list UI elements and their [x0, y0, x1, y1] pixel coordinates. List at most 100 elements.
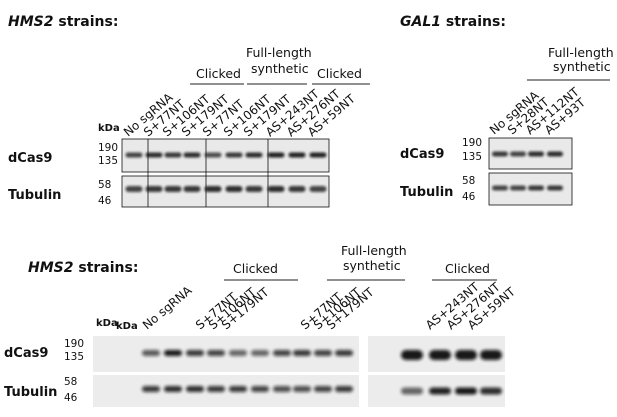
- blot-band: [547, 151, 563, 157]
- blot-bands: [492, 151, 563, 191]
- row-label-tubulin: Tubulin: [4, 385, 57, 400]
- blot-band: [142, 350, 160, 356]
- panel-title: GAL1 strains:: [400, 14, 506, 30]
- mw-marker-58: 58: [462, 175, 475, 187]
- mw-marker-190: 190: [462, 137, 482, 149]
- group-label-fulllength-line1: Full-length: [341, 243, 407, 258]
- title-rest: strains:: [441, 14, 506, 30]
- row-label-dcas9: dCas9: [8, 151, 52, 166]
- blot-band: [164, 152, 182, 158]
- blot-band: [267, 152, 285, 158]
- blot-band: [251, 350, 269, 356]
- group-label-clicked: Clicked: [196, 66, 241, 81]
- mw-marker-135: 135: [64, 351, 84, 363]
- title-gene: HMS2: [28, 260, 73, 276]
- blot-band: [480, 387, 502, 395]
- mw-marker-46: 46: [98, 195, 112, 207]
- blot-band: [492, 151, 508, 157]
- blot-band: [335, 386, 353, 392]
- group-label-fulllength-line2: synthetic: [343, 258, 401, 273]
- mw-marker-58: 58: [98, 179, 111, 191]
- blot-band: [429, 387, 451, 395]
- blot-band: [401, 350, 423, 360]
- mw-marker-135: 135: [462, 151, 482, 163]
- title-rest: strains:: [73, 260, 138, 276]
- kda-label: kDa: [96, 318, 118, 329]
- blot-band: [429, 350, 451, 360]
- blot-band: [510, 185, 526, 191]
- group-label-fulllength-line1: Full-length: [548, 45, 614, 60]
- blot-band: [455, 387, 477, 395]
- blot-band: [207, 350, 225, 356]
- kda-label: kDa: [98, 123, 120, 134]
- group-label-clicked: Clicked: [317, 66, 362, 81]
- title-gene: HMS2: [8, 14, 53, 30]
- panel-title: HMS2 strains:: [8, 14, 118, 30]
- lane-label: No sgRNA: [140, 283, 195, 332]
- row-label-tubulin: Tubulin: [8, 188, 61, 203]
- kda-label: kDa: [116, 321, 138, 332]
- blot-band: [455, 350, 477, 360]
- blot-band: [245, 152, 263, 158]
- group-label-fulllength-line2: synthetic: [553, 59, 611, 74]
- blot-band: [164, 186, 182, 192]
- group-label-fulllength-line1: Full-length: [246, 45, 312, 60]
- mw-marker-135: 135: [98, 155, 118, 167]
- blot-band: [125, 186, 143, 192]
- blot-band: [245, 186, 263, 192]
- blot-band: [309, 152, 327, 158]
- blot-bands: [125, 152, 327, 192]
- mw-marker-58: 58: [64, 376, 77, 388]
- blot-band: [183, 186, 201, 192]
- group-label-fulllength-line2: synthetic: [251, 61, 309, 76]
- blot-band: [528, 151, 544, 157]
- blot-band: [207, 386, 225, 392]
- mw-marker-46: 46: [64, 392, 78, 404]
- blot-band: [273, 350, 291, 356]
- title-gene: GAL1: [400, 14, 441, 30]
- row-label-dcas9: dCas9: [4, 346, 48, 361]
- mw-marker-46: 46: [462, 191, 476, 203]
- blot-band: [401, 387, 423, 395]
- blot-band: [335, 350, 353, 356]
- mw-marker-190: 190: [98, 142, 118, 154]
- blot-band: [273, 386, 291, 392]
- blot-band: [293, 350, 311, 356]
- blot-band: [229, 350, 247, 356]
- group-label-clicked: Clicked: [445, 261, 490, 276]
- blot-band: [528, 185, 544, 191]
- panel-gal1: GAL1 strains: Full-length synthetic No s…: [400, 14, 614, 206]
- blot-band: [225, 152, 243, 158]
- blot-band: [142, 386, 160, 392]
- blot-bands: [142, 350, 502, 395]
- blot-band: [186, 386, 204, 392]
- blot-band: [164, 386, 182, 392]
- blot-band: [183, 152, 201, 158]
- blot-band: [164, 350, 182, 356]
- blot-band: [125, 152, 143, 158]
- blot-band: [145, 152, 163, 158]
- blot-band: [204, 186, 222, 192]
- title-rest: strains:: [53, 14, 118, 30]
- blot-band: [492, 185, 508, 191]
- blot-band: [547, 185, 563, 191]
- row-label-tubulin: Tubulin: [400, 185, 453, 200]
- blot-band: [293, 386, 311, 392]
- blot-band: [267, 186, 285, 192]
- blot-band: [480, 350, 502, 360]
- blot-band: [229, 386, 247, 392]
- blot-band: [225, 186, 243, 192]
- blot-band: [186, 350, 204, 356]
- blot-band: [314, 386, 332, 392]
- blot-band: [309, 186, 327, 192]
- panel-hms2-top: HMS2 strains: Clicked Full-length synthe…: [8, 14, 370, 208]
- blot-band: [288, 152, 306, 158]
- blot-tubulin: [93, 375, 359, 407]
- mw-marker-190: 190: [64, 338, 84, 350]
- blot-band: [251, 386, 269, 392]
- row-label-dcas9: dCas9: [400, 147, 444, 162]
- group-label-clicked: Clicked: [233, 261, 278, 276]
